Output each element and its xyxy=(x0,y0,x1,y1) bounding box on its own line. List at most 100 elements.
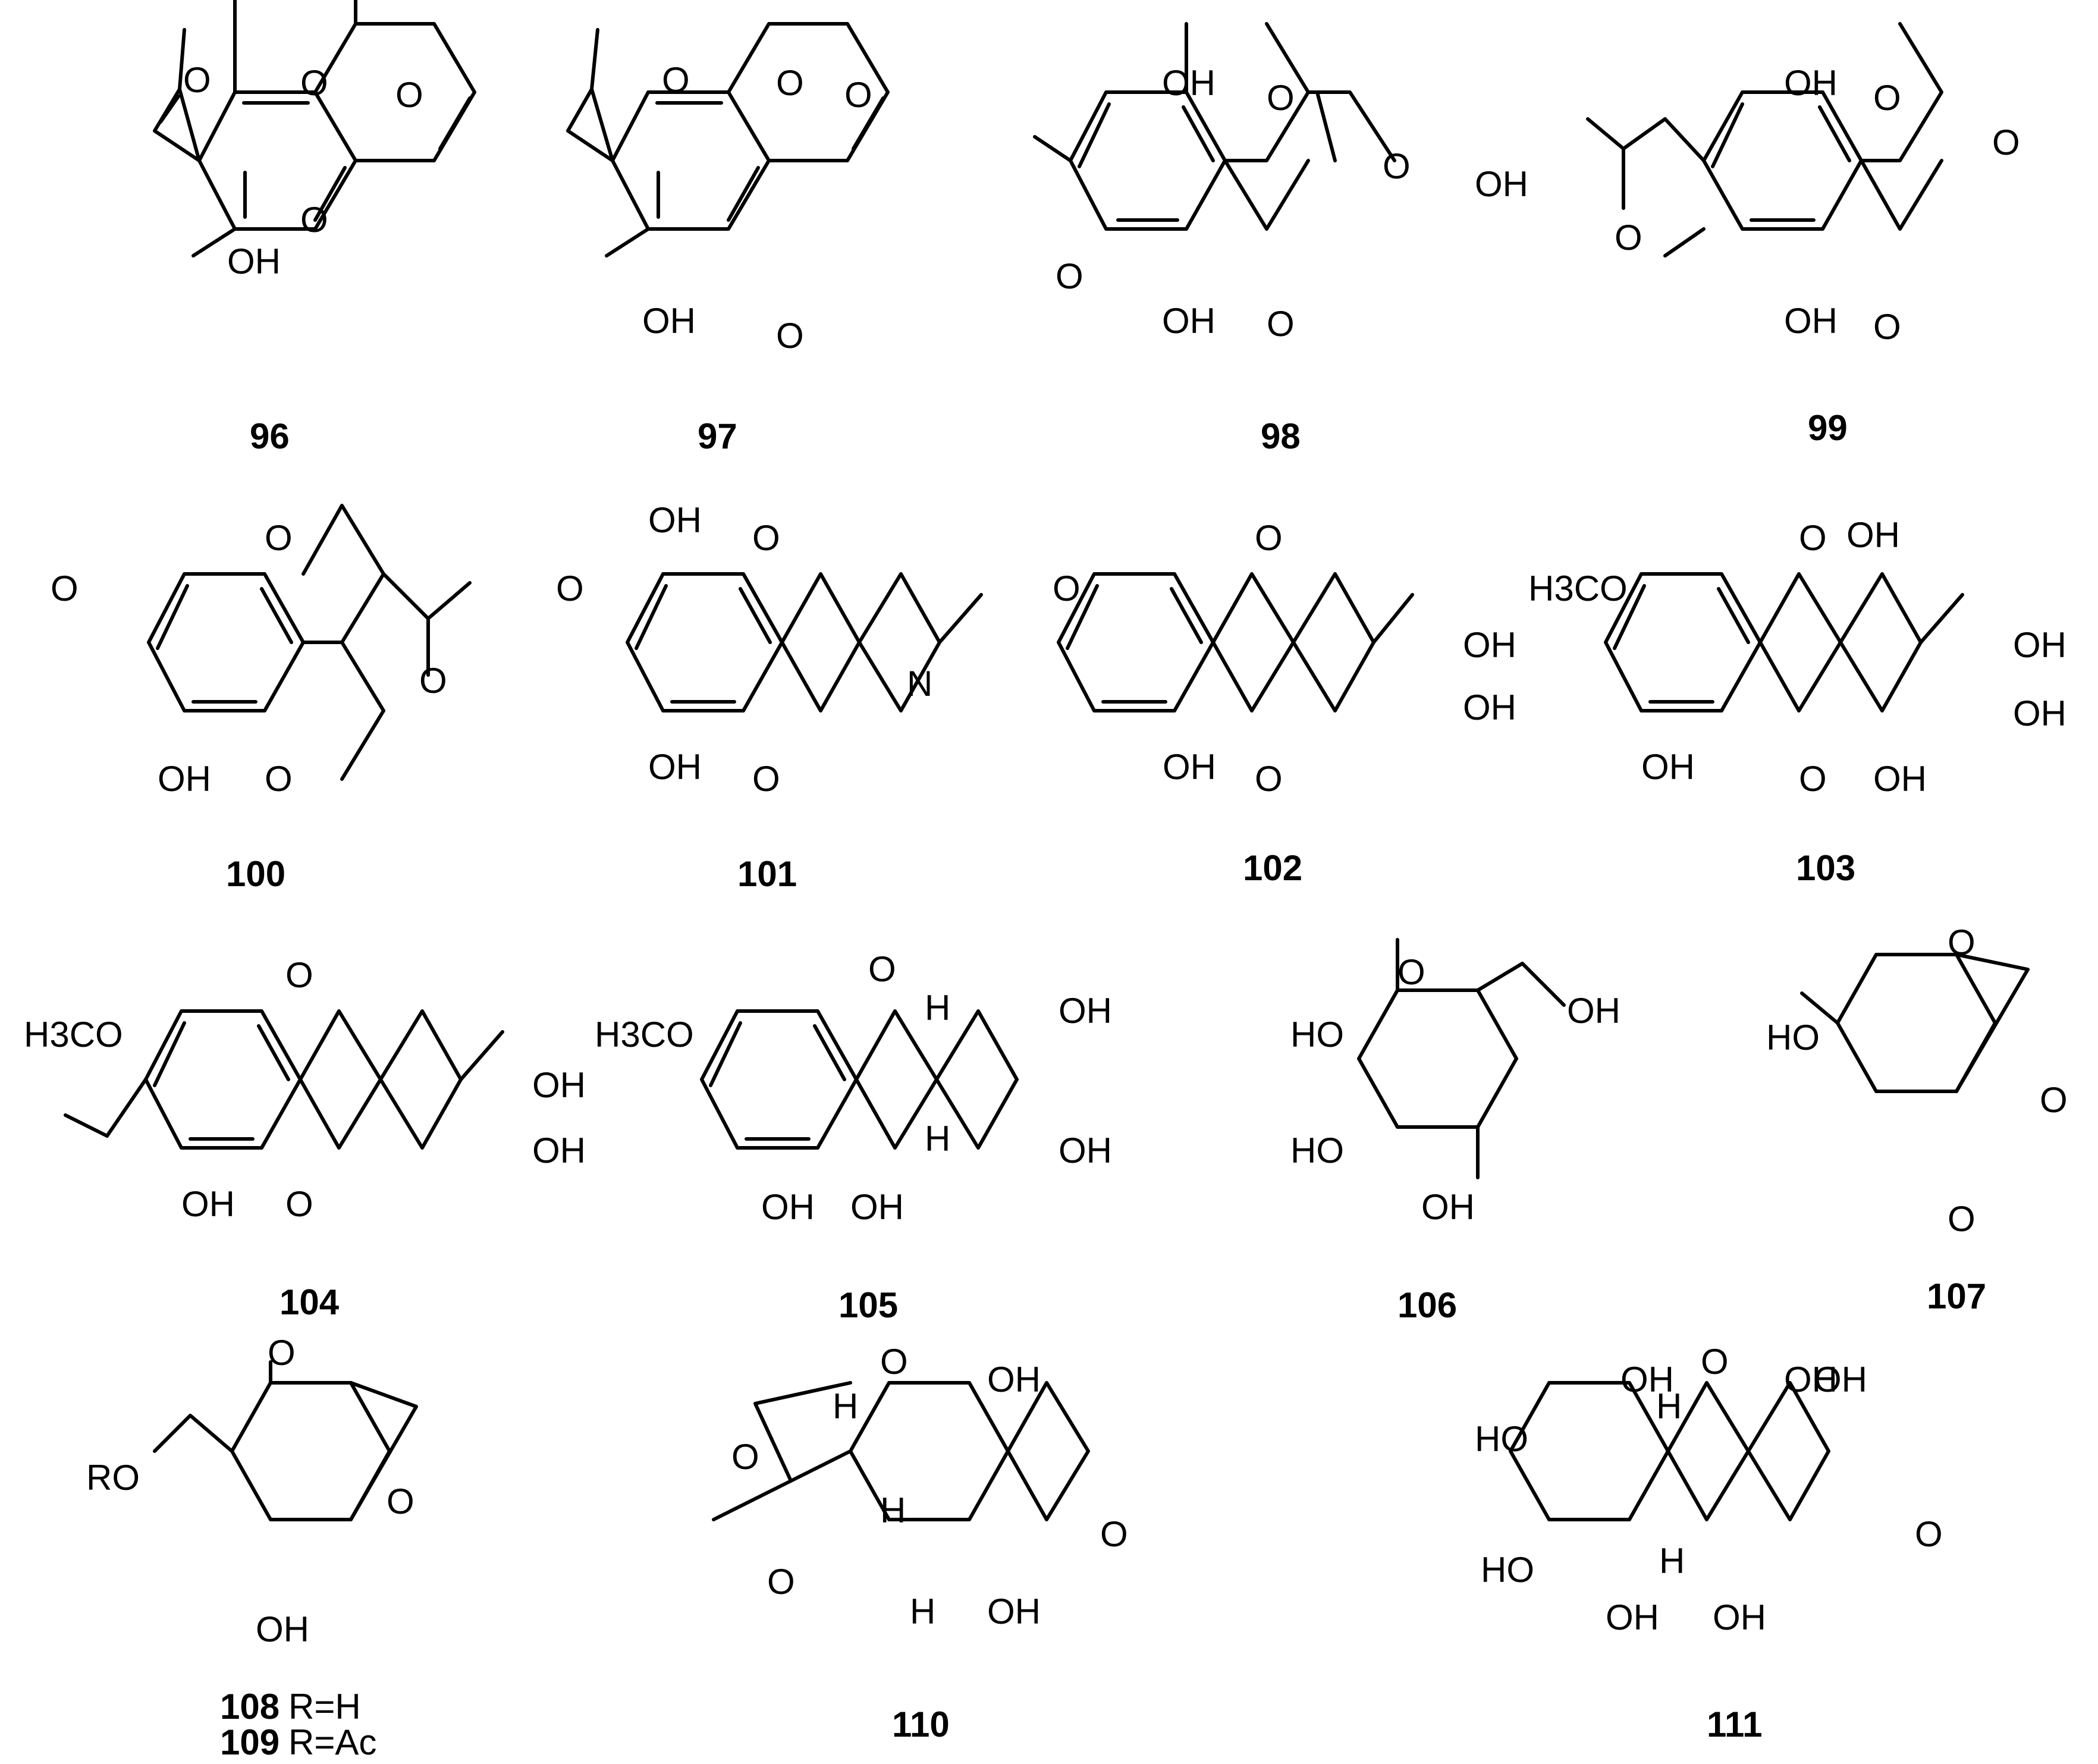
r-group: R=H xyxy=(288,1687,361,1727)
compound-label: 110 xyxy=(892,1705,950,1744)
structure-98: OH OH OH O O O O 98 xyxy=(1033,22,1528,456)
structure-102: OH OH OH O O O 102 xyxy=(1053,518,1516,888)
atom-oh: OH xyxy=(1463,625,1516,665)
atom-h: H xyxy=(925,988,950,1028)
atom-oh: OH xyxy=(1784,63,1838,103)
compound-label: 109 xyxy=(220,1722,279,1761)
atom-o: O xyxy=(183,60,211,100)
atom-h: H xyxy=(833,1386,858,1426)
atom-oh: OH xyxy=(1463,688,1516,727)
atom-oh: HO xyxy=(1290,1131,1344,1170)
atom-ro: RO xyxy=(86,1458,140,1498)
atom-oh: HO xyxy=(1766,1018,1820,1057)
atom-o: O xyxy=(844,75,872,115)
atom-oh: OH xyxy=(1784,1360,1838,1399)
atom-oh: OH xyxy=(1162,301,1216,341)
atom-o: O xyxy=(556,569,584,608)
structure-99: OH OH O O O O 99 xyxy=(1586,22,2020,448)
atom-o: O xyxy=(1915,1514,1943,1554)
atom-oh: OH xyxy=(532,1065,586,1105)
atom-oh: OH xyxy=(642,301,696,341)
atom-oh: OH xyxy=(1713,1597,1766,1637)
atom-oh: OH xyxy=(648,747,702,787)
atom-oh: OH xyxy=(987,1360,1041,1399)
atom-o: O xyxy=(1615,218,1642,258)
atom-oh: OH xyxy=(987,1592,1041,1631)
atom-oh: OH xyxy=(1814,1360,1867,1399)
compound-label: 100 xyxy=(226,854,285,894)
atom-o: O xyxy=(51,569,78,608)
atom-h: H xyxy=(925,1119,950,1159)
compound-label: 102 xyxy=(1243,848,1302,888)
structure-97: OH O O O O 97 xyxy=(566,22,890,456)
structure-104: OH OH OH O O H3CO 104 xyxy=(24,955,586,1322)
atom-oh: OH xyxy=(1567,991,1620,1031)
r-group: R=Ac xyxy=(288,1722,376,1761)
atom-o: O xyxy=(2040,1080,2068,1120)
atom-oh: OH xyxy=(1606,1597,1659,1637)
atom-o: O xyxy=(1397,952,1425,992)
atom-o: O xyxy=(1053,569,1081,608)
structure-100: OH O O O O 100 xyxy=(51,504,472,894)
atom-oh: OH xyxy=(1475,164,1528,204)
atom-o: O xyxy=(300,63,328,103)
compound-label: 101 xyxy=(737,854,797,894)
atom-oh: OH xyxy=(648,500,702,540)
atom-o: O xyxy=(1799,518,1827,558)
compound-label: 111 xyxy=(1707,1705,1763,1744)
structure-96: OH O O O O 96 xyxy=(153,0,476,456)
atom-o: O xyxy=(880,1342,908,1382)
atom-o: O xyxy=(731,1437,759,1477)
compound-label: 106 xyxy=(1397,1285,1457,1325)
atom-oh: OH xyxy=(1641,747,1695,787)
atom-o: O xyxy=(776,316,804,356)
atom-o: O xyxy=(265,518,293,558)
atom-oh: OH xyxy=(158,759,211,799)
compound-label: 96 xyxy=(250,416,290,456)
atom-o: O xyxy=(662,60,690,100)
structure-111: OH OH OH OH OH HO HO O O H H 111 xyxy=(1475,1342,1943,1744)
compound-label: 104 xyxy=(279,1282,340,1322)
atom-o: O xyxy=(1992,123,2020,162)
atom-oh: OH xyxy=(1059,1131,1112,1170)
atom-o: O xyxy=(752,518,780,558)
atom-oh: OH xyxy=(850,1187,904,1227)
atom-o: O xyxy=(752,759,780,799)
atom-ho: HO xyxy=(1475,1419,1528,1459)
atom-och3: H3CO xyxy=(24,1015,123,1054)
atom-o: O xyxy=(285,1184,313,1224)
atom-o: O xyxy=(1701,1342,1729,1382)
atom-o: O xyxy=(395,75,423,115)
compound-label: 99 xyxy=(1808,408,1848,448)
structure-106: HO HO OH OH O 106 xyxy=(1290,938,1620,1325)
structure-103: OH OH OH OH OH O O H3CO 103 xyxy=(1528,515,2066,888)
compound-label: 97 xyxy=(698,416,737,456)
atom-o: O xyxy=(268,1333,296,1373)
atom-h: H xyxy=(1659,1541,1685,1581)
atom-oh: OH xyxy=(1059,991,1112,1031)
atom-oh: OH xyxy=(1846,515,1900,555)
atom-o: O xyxy=(767,1562,795,1602)
atom-o: O xyxy=(1255,759,1283,799)
atom-o: O xyxy=(1948,1199,1975,1239)
atom-oh: OH xyxy=(1421,1187,1475,1227)
atom-och3: H3CO xyxy=(1528,569,1628,608)
atom-o: O xyxy=(1267,304,1295,344)
atom-o: O xyxy=(776,63,804,103)
atom-o: O xyxy=(387,1481,414,1521)
compound-label: 105 xyxy=(838,1285,898,1325)
atom-oh: OH xyxy=(1873,759,1927,799)
atom-o: O xyxy=(1799,759,1827,799)
atom-o: O xyxy=(300,200,328,240)
structure-105: OH OH OH OH O H3CO H H 105 xyxy=(595,949,1112,1325)
atom-oh: OH xyxy=(532,1131,586,1170)
structure-107: HO O O O 107 xyxy=(1766,922,2068,1316)
atom-oh: OH xyxy=(181,1184,235,1224)
atom-h: H xyxy=(1656,1386,1682,1426)
atom-o: O xyxy=(1056,256,1083,296)
atom-o: O xyxy=(868,949,896,989)
compound-label: 107 xyxy=(1927,1276,1986,1316)
atom-oh: OH xyxy=(761,1187,815,1227)
structure-108-109: OH O O RO 108 R=H 109 R=Ac xyxy=(86,1333,418,1762)
